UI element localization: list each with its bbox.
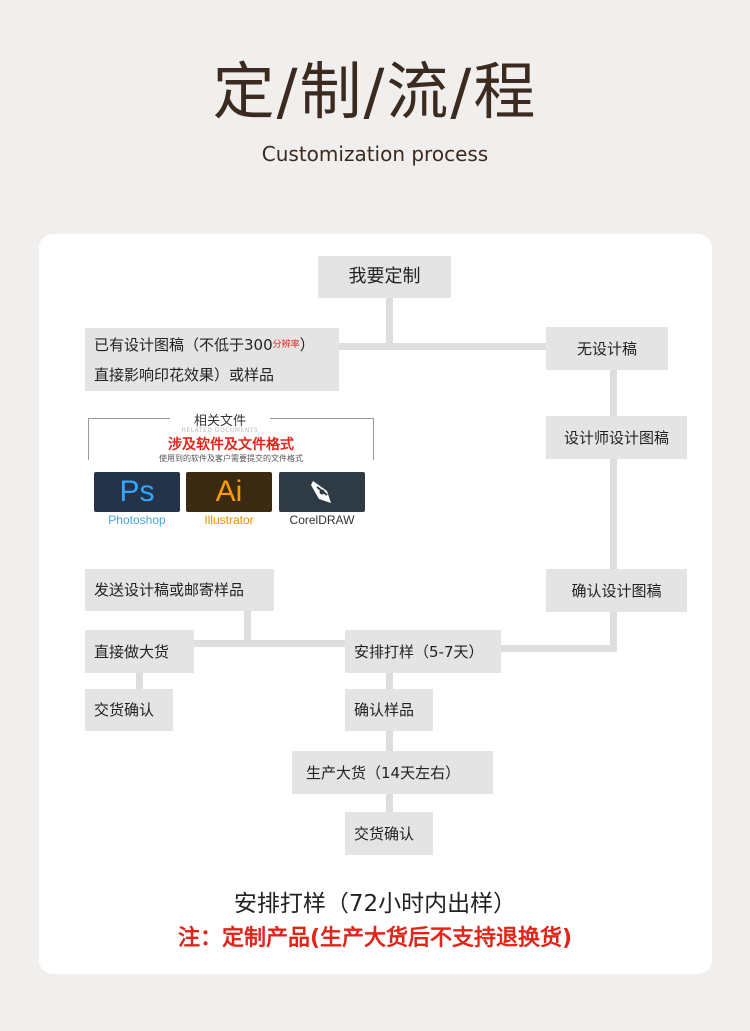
step-label: 发送设计稿或邮寄样品 bbox=[94, 581, 245, 599]
connector-line bbox=[610, 458, 617, 570]
step-label: 无设计稿 bbox=[576, 339, 637, 358]
step-label: 生产大货（14天左右） bbox=[306, 763, 461, 782]
step-label-line2: 直接影响印花效果）或样品 bbox=[94, 365, 275, 384]
page-title: 定/制/流/程 bbox=[212, 55, 538, 128]
step-confirm-sample: 确认样品 bbox=[345, 689, 433, 731]
photoshop-label: Photoshop bbox=[108, 513, 166, 527]
step-has-design: 已有设计图稿（不低于300分辨率） 直接影响印花效果）或样品 bbox=[85, 328, 339, 391]
photoshop-icon: Ps bbox=[94, 472, 180, 512]
footer-note: 安排打样（72小时内出样） bbox=[233, 891, 517, 917]
step-arrange-sample: 安排打样（5-7天） bbox=[345, 630, 501, 673]
step-production: 生产大货（14天左右） bbox=[292, 751, 493, 794]
connector-line bbox=[386, 793, 393, 813]
connector-line bbox=[338, 343, 547, 350]
step-label: 交货确认 bbox=[354, 824, 415, 843]
step-label: 我要定制 bbox=[348, 266, 421, 287]
resolution-note: 分辨率 bbox=[272, 339, 300, 350]
step-label: 安排打样（5-7天） bbox=[354, 642, 484, 661]
connector-line bbox=[386, 731, 393, 751]
connector-line bbox=[610, 370, 617, 418]
footer-warning: 注：定制产品(生产大货后不支持退换货) bbox=[177, 926, 573, 951]
related-subtitle: RELATED DOCUMENTS bbox=[181, 427, 259, 434]
step-designer: 设计师设计图稿 bbox=[546, 416, 687, 459]
connector-line bbox=[386, 298, 393, 346]
connector-line bbox=[193, 640, 346, 647]
related-heading: 涉及软件及文件格式 bbox=[168, 437, 294, 453]
connector-line bbox=[610, 612, 617, 652]
coreldraw-icon bbox=[279, 472, 365, 512]
coreldraw-label: CorelDRAW bbox=[289, 513, 355, 527]
related-frame bbox=[88, 418, 174, 419]
related-description: 使用到的软件及客户需要提交的文件格式 bbox=[159, 454, 303, 463]
step-label: 设计师设计图稿 bbox=[563, 428, 669, 447]
related-title: 相关文件 bbox=[170, 410, 270, 429]
connector-line bbox=[386, 673, 393, 689]
step-label: 确认样品 bbox=[354, 701, 415, 719]
step-label-line1: 已有设计图稿（不低于300分辨率） bbox=[94, 335, 315, 354]
related-frame bbox=[268, 418, 374, 419]
page-subtitle: Customization process bbox=[261, 142, 489, 166]
related-frame bbox=[88, 418, 89, 460]
step-deliver-confirm-bottom: 交货确认 bbox=[345, 812, 433, 855]
illustrator-icon: Ai bbox=[186, 472, 272, 512]
step-label: 确认设计图稿 bbox=[571, 581, 662, 600]
illustrator-label: Illustrator bbox=[204, 513, 254, 527]
connector-line bbox=[500, 645, 617, 652]
step-start: 我要定制 bbox=[318, 256, 451, 298]
pen-nib-icon bbox=[311, 481, 331, 503]
step-label: 交货确认 bbox=[94, 701, 155, 719]
step-no-design: 无设计稿 bbox=[546, 327, 668, 370]
step-label: 直接做大货 bbox=[94, 642, 170, 661]
step-confirm-design: 确认设计图稿 bbox=[546, 569, 687, 612]
step-send-sample: 发送设计稿或邮寄样品 bbox=[85, 569, 274, 611]
connector-line bbox=[244, 610, 251, 647]
connector-line bbox=[136, 673, 143, 689]
step-deliver-confirm-left: 交货确认 bbox=[85, 689, 173, 731]
step-direct-bulk: 直接做大货 bbox=[85, 630, 194, 673]
related-frame bbox=[373, 418, 374, 460]
